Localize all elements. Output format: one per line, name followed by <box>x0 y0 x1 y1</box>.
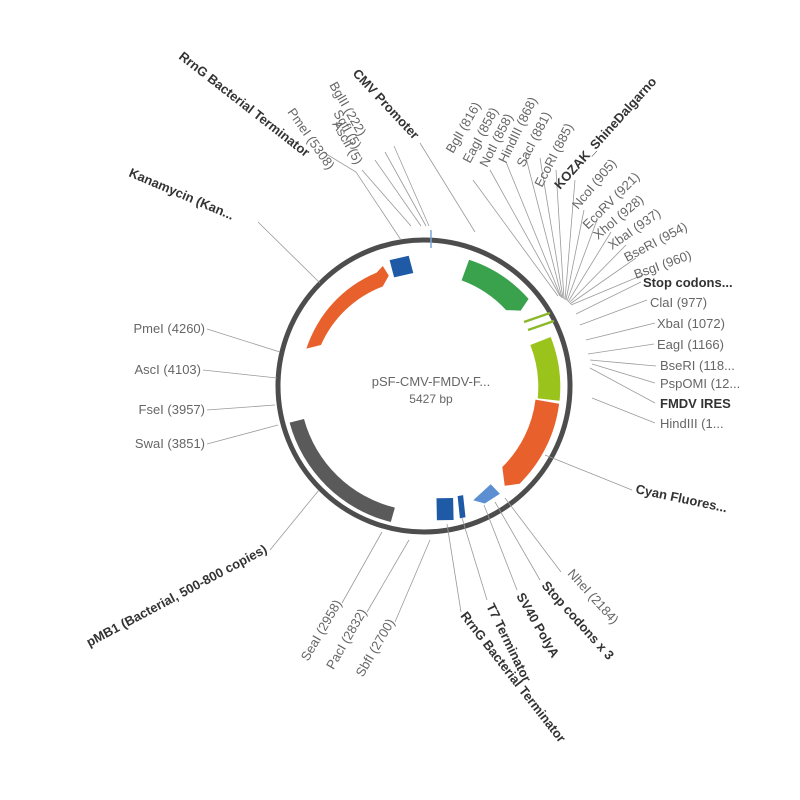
feature-kozak-tick-2[interactable] <box>527 319 555 332</box>
feature-rrng-terminator-bottom[interactable] <box>436 498 454 521</box>
label-rrng-bottom: RrnG Bacterial Terminator <box>458 609 569 746</box>
plasmid-backbone <box>275 237 573 535</box>
feature-fmdv-ires[interactable] <box>530 337 561 401</box>
feature-sv40-polya[interactable] <box>473 484 500 504</box>
label-bseri-118: BseRI (118... <box>660 358 735 373</box>
label-swai-3851: SwaI (3851) <box>135 436 205 451</box>
label-cyan: Cyan Fluores... <box>634 481 728 515</box>
label-hindiii-1: HindIII (1... <box>660 416 724 431</box>
plasmid-name: pSF-CMV-FMDV-F... <box>372 374 490 389</box>
plasmid-size: 5427 bp <box>409 392 453 406</box>
label-xbai-1072: XbaI (1072) <box>657 316 725 331</box>
label-pmb1: pMB1 (Bacterial, 500-800 copies) <box>84 541 270 649</box>
feature-t7-terminator[interactable] <box>457 495 466 519</box>
label-stop-top: Stop codons... <box>643 275 733 290</box>
leader-lines <box>202 142 657 623</box>
label-pmei-4260: PmeI (4260) <box>133 321 205 336</box>
feature-kozak-tick-1[interactable] <box>523 311 551 324</box>
feature-cyan-fluores[interactable] <box>502 399 560 486</box>
label-eagi-1166: EagI (1166) <box>657 337 724 352</box>
label-fsei-3957: FseI (3957) <box>139 402 205 417</box>
label-rrng-top: RrnG Bacterial Terminator <box>176 49 313 160</box>
feature-arcs <box>289 230 561 522</box>
label-asci-4103: AscI (4103) <box>135 362 201 377</box>
feature-kanamycin[interactable] <box>306 266 389 349</box>
label-kan: Kanamycin (Kan... <box>127 165 237 223</box>
feature-rrng-terminator-top[interactable] <box>389 255 414 278</box>
feature-pmb1[interactable] <box>289 419 395 522</box>
label-pspomi-12: PspOMI (12... <box>660 376 740 391</box>
label-clai-977: ClaI (977) <box>650 295 707 310</box>
feature-cmv-promoter[interactable] <box>461 259 529 311</box>
label-fmdv: FMDV IRES <box>660 396 731 411</box>
